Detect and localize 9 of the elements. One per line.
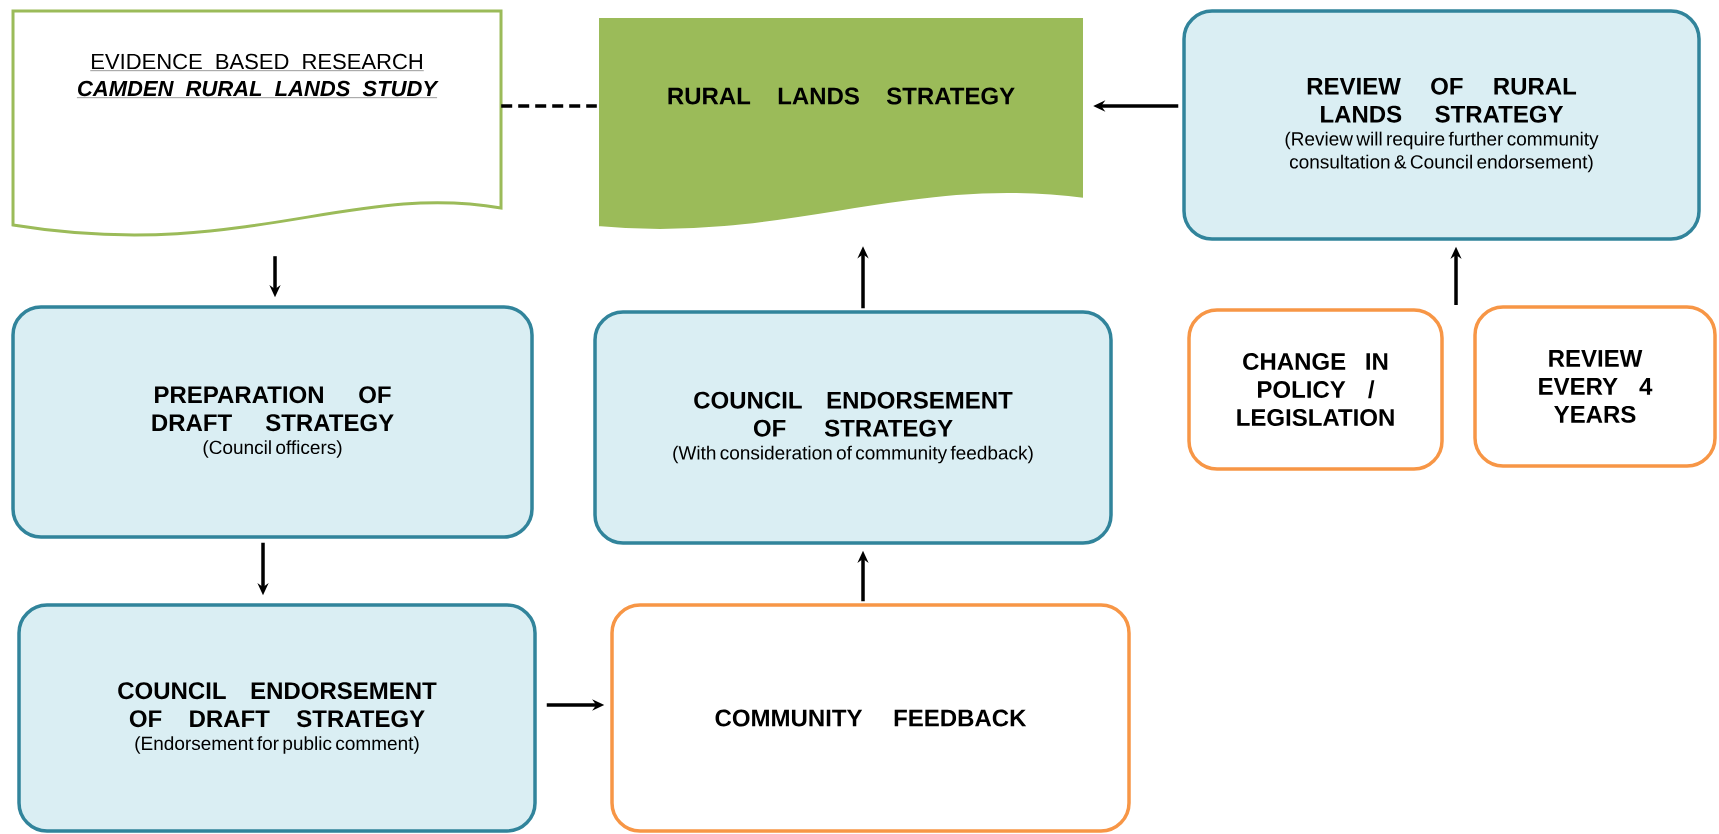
strategy-document: RURAL LANDS STRATEGY — [595, 14, 1087, 233]
input-box: CHANGE IN POLICY / LEGISLATION — [1187, 308, 1444, 471]
process-box: COUNCIL ENDORSEMENT OF STRATEGY (With consideration of community feedback) — [593, 310, 1113, 545]
process-box: COUNCIL ENDORSEMENT OF DRAFT STRATEGY (Endorsement for public comment) — [17, 603, 537, 833]
process-box: REVIEW OF RURAL LANDS STRATEGY (Review will require further community consultation & Council endorsement) — [1182, 9, 1701, 241]
process-box: PREPARATION OF DRAFT STRATEGY (Council officers) — [11, 305, 534, 539]
input-box: COMMUNITY FEEDBACK — [610, 603, 1131, 833]
input-box: REVIEW EVERY 4 YEARS — [1473, 305, 1717, 468]
dashed-connector — [501, 104, 597, 108]
